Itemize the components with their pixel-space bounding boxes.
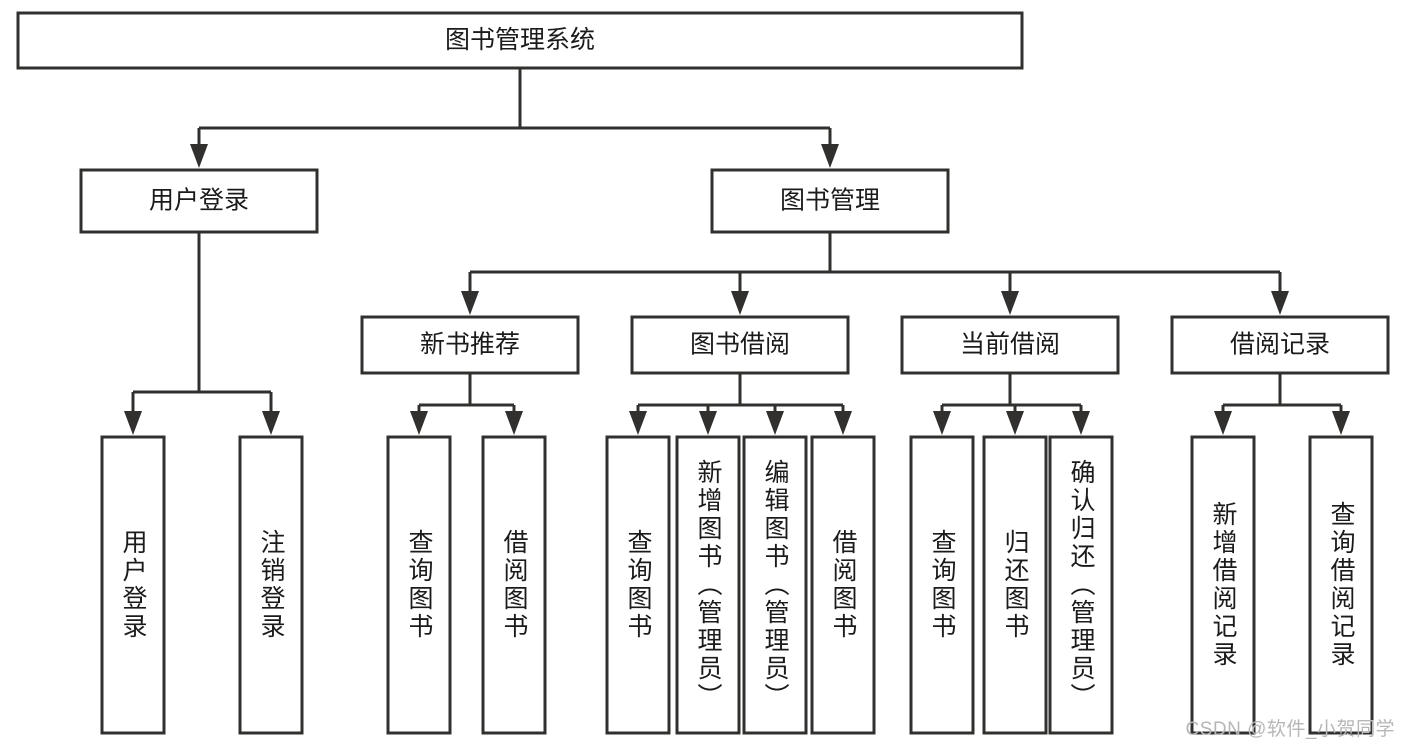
node-leaf-confirm-return-box[interactable] xyxy=(1048,435,1114,735)
node-current-borrow[interactable]: 当前借阅 xyxy=(900,315,1120,375)
arrow-head-icon xyxy=(124,411,142,435)
node-leaf-return-book-box[interactable] xyxy=(982,435,1048,735)
arrow-head-icon xyxy=(933,411,951,435)
node-leaf-user-login-box[interactable] xyxy=(100,435,166,735)
node-user-login-label: 用户登录 xyxy=(149,187,249,215)
node-leaf-edit-book[interactable] xyxy=(742,435,808,735)
node-root[interactable]: 图书管理系统 xyxy=(16,11,1024,70)
arrow-head-icon xyxy=(1332,411,1350,435)
node-leaf-query-book-3[interactable] xyxy=(909,435,975,735)
node-leaf-borrow-book-1[interactable] xyxy=(481,435,547,735)
node-borrow-record-label: 借阅记录 xyxy=(1230,331,1330,359)
node-book-manage-label: 图书管理 xyxy=(780,187,880,215)
node-new-book-recommend-box[interactable] xyxy=(360,315,580,375)
arrow-head-icon xyxy=(505,411,523,435)
node-leaf-query-borrow-record[interactable] xyxy=(1308,435,1374,735)
node-new-book-recommend[interactable]: 新书推荐 xyxy=(360,315,580,375)
node-leaf-user-logout-box[interactable] xyxy=(238,435,304,735)
arrow-head-icon xyxy=(1072,411,1090,435)
node-root-box[interactable] xyxy=(16,11,1024,70)
node-leaf-user-login[interactable] xyxy=(100,435,166,735)
node-leaf-query-book-1-box[interactable] xyxy=(386,435,452,735)
node-leaf-query-borrow-record-box[interactable] xyxy=(1308,435,1374,735)
node-current-borrow-box[interactable] xyxy=(900,315,1120,375)
node-borrow-record[interactable]: 借阅记录 xyxy=(1170,315,1390,375)
node-borrow-record-box[interactable] xyxy=(1170,315,1390,375)
node-leaf-borrow-book-1-box[interactable] xyxy=(481,435,547,735)
arrow-head-icon xyxy=(1001,291,1019,315)
node-leaf-query-book-3-box[interactable] xyxy=(909,435,975,735)
node-leaf-confirm-return[interactable] xyxy=(1048,435,1114,735)
arrow-head-icon xyxy=(699,411,717,435)
node-leaf-query-book-2-box[interactable] xyxy=(605,435,671,735)
node-leaf-user-logout[interactable] xyxy=(238,435,304,735)
node-book-manage[interactable]: 图书管理 xyxy=(710,168,950,234)
arrow-head-icon xyxy=(1006,411,1024,435)
node-leaf-borrow-book-2[interactable] xyxy=(810,435,876,735)
node-book-borrow[interactable]: 图书借阅 xyxy=(630,315,850,375)
node-leaf-query-book-2[interactable] xyxy=(605,435,671,735)
node-leaf-add-book-box[interactable] xyxy=(675,435,741,735)
node-leaf-borrow-book-2-box[interactable] xyxy=(810,435,876,735)
node-book-borrow-box[interactable] xyxy=(630,315,850,375)
arrow-head-icon xyxy=(461,291,479,315)
connectors-layer xyxy=(124,68,1350,435)
node-book-manage-box[interactable] xyxy=(710,168,950,234)
node-leaf-return-book[interactable] xyxy=(982,435,1048,735)
arrow-head-icon xyxy=(834,411,852,435)
arrow-head-icon xyxy=(190,144,208,168)
node-leaf-query-book-1[interactable] xyxy=(386,435,452,735)
node-leaf-add-book[interactable] xyxy=(675,435,741,735)
arrow-head-icon xyxy=(1214,411,1232,435)
node-new-book-recommend-label: 新书推荐 xyxy=(420,331,520,359)
node-leaf-add-borrow-record-box[interactable] xyxy=(1190,435,1256,735)
node-current-borrow-label: 当前借阅 xyxy=(960,331,1060,359)
node-user-login-box[interactable] xyxy=(79,168,319,234)
node-leaf-add-borrow-record[interactable] xyxy=(1190,435,1256,735)
arrow-head-icon xyxy=(821,144,839,168)
arrow-head-icon xyxy=(731,291,749,315)
node-leaf-edit-book-box[interactable] xyxy=(742,435,808,735)
arrow-head-icon xyxy=(1271,291,1289,315)
arrow-head-icon xyxy=(629,411,647,435)
node-root-label: 图书管理系统 xyxy=(445,26,595,54)
node-user-login[interactable]: 用户登录 xyxy=(79,168,319,234)
node-book-borrow-label: 图书借阅 xyxy=(690,331,790,359)
arrow-head-icon xyxy=(766,411,784,435)
arrow-head-icon xyxy=(410,411,428,435)
csdn-watermark: CSDN @软件_小贺同学 xyxy=(1185,719,1395,740)
arrow-head-icon xyxy=(262,411,280,435)
